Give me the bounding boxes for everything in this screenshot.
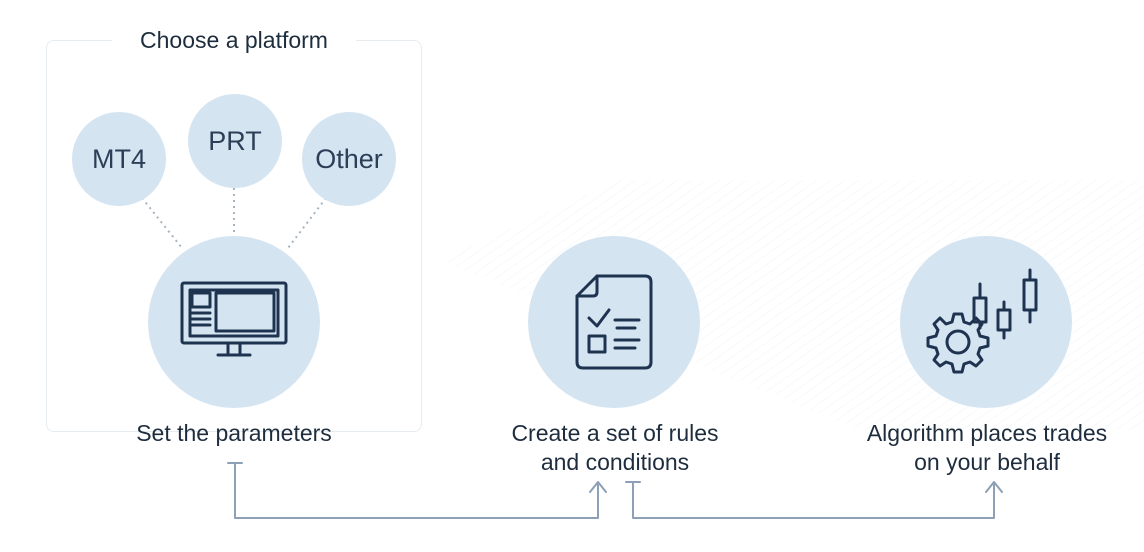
step-rules-circle (528, 236, 700, 408)
step-parameters-label: Set the parameters (136, 420, 332, 446)
panel-title: Choose a platform (112, 24, 356, 56)
platform-prt-label: PRT (208, 125, 262, 156)
step-parameters-circle (148, 236, 320, 408)
platform-other-label: Other (315, 143, 383, 174)
step-algorithm-circle (900, 236, 1072, 408)
checklist-document-icon (575, 274, 653, 370)
gear-candlestick-icon (926, 268, 1038, 374)
step-algorithm-label-line1: Algorithm places trades (866, 420, 1108, 446)
step-algorithm-label-line2: on your behalf (914, 449, 1060, 475)
platform-other-bubble[interactable]: Other (302, 112, 396, 206)
step-rules-label-line1: Create a set of rules (511, 420, 719, 446)
step-rules-label-line2: and conditions (540, 449, 690, 475)
platform-mt4-bubble[interactable]: MT4 (72, 112, 166, 206)
step-rules-label: Create a set of rules and conditions (470, 419, 760, 477)
step-algorithm-label: Algorithm places trades on your behalf (838, 419, 1136, 477)
arrow-rules-to-algorithm (625, 481, 1003, 519)
platform-prt-bubble[interactable]: PRT (188, 94, 282, 188)
monitor-icon (180, 281, 288, 357)
platform-mt4-label: MT4 (92, 143, 146, 174)
